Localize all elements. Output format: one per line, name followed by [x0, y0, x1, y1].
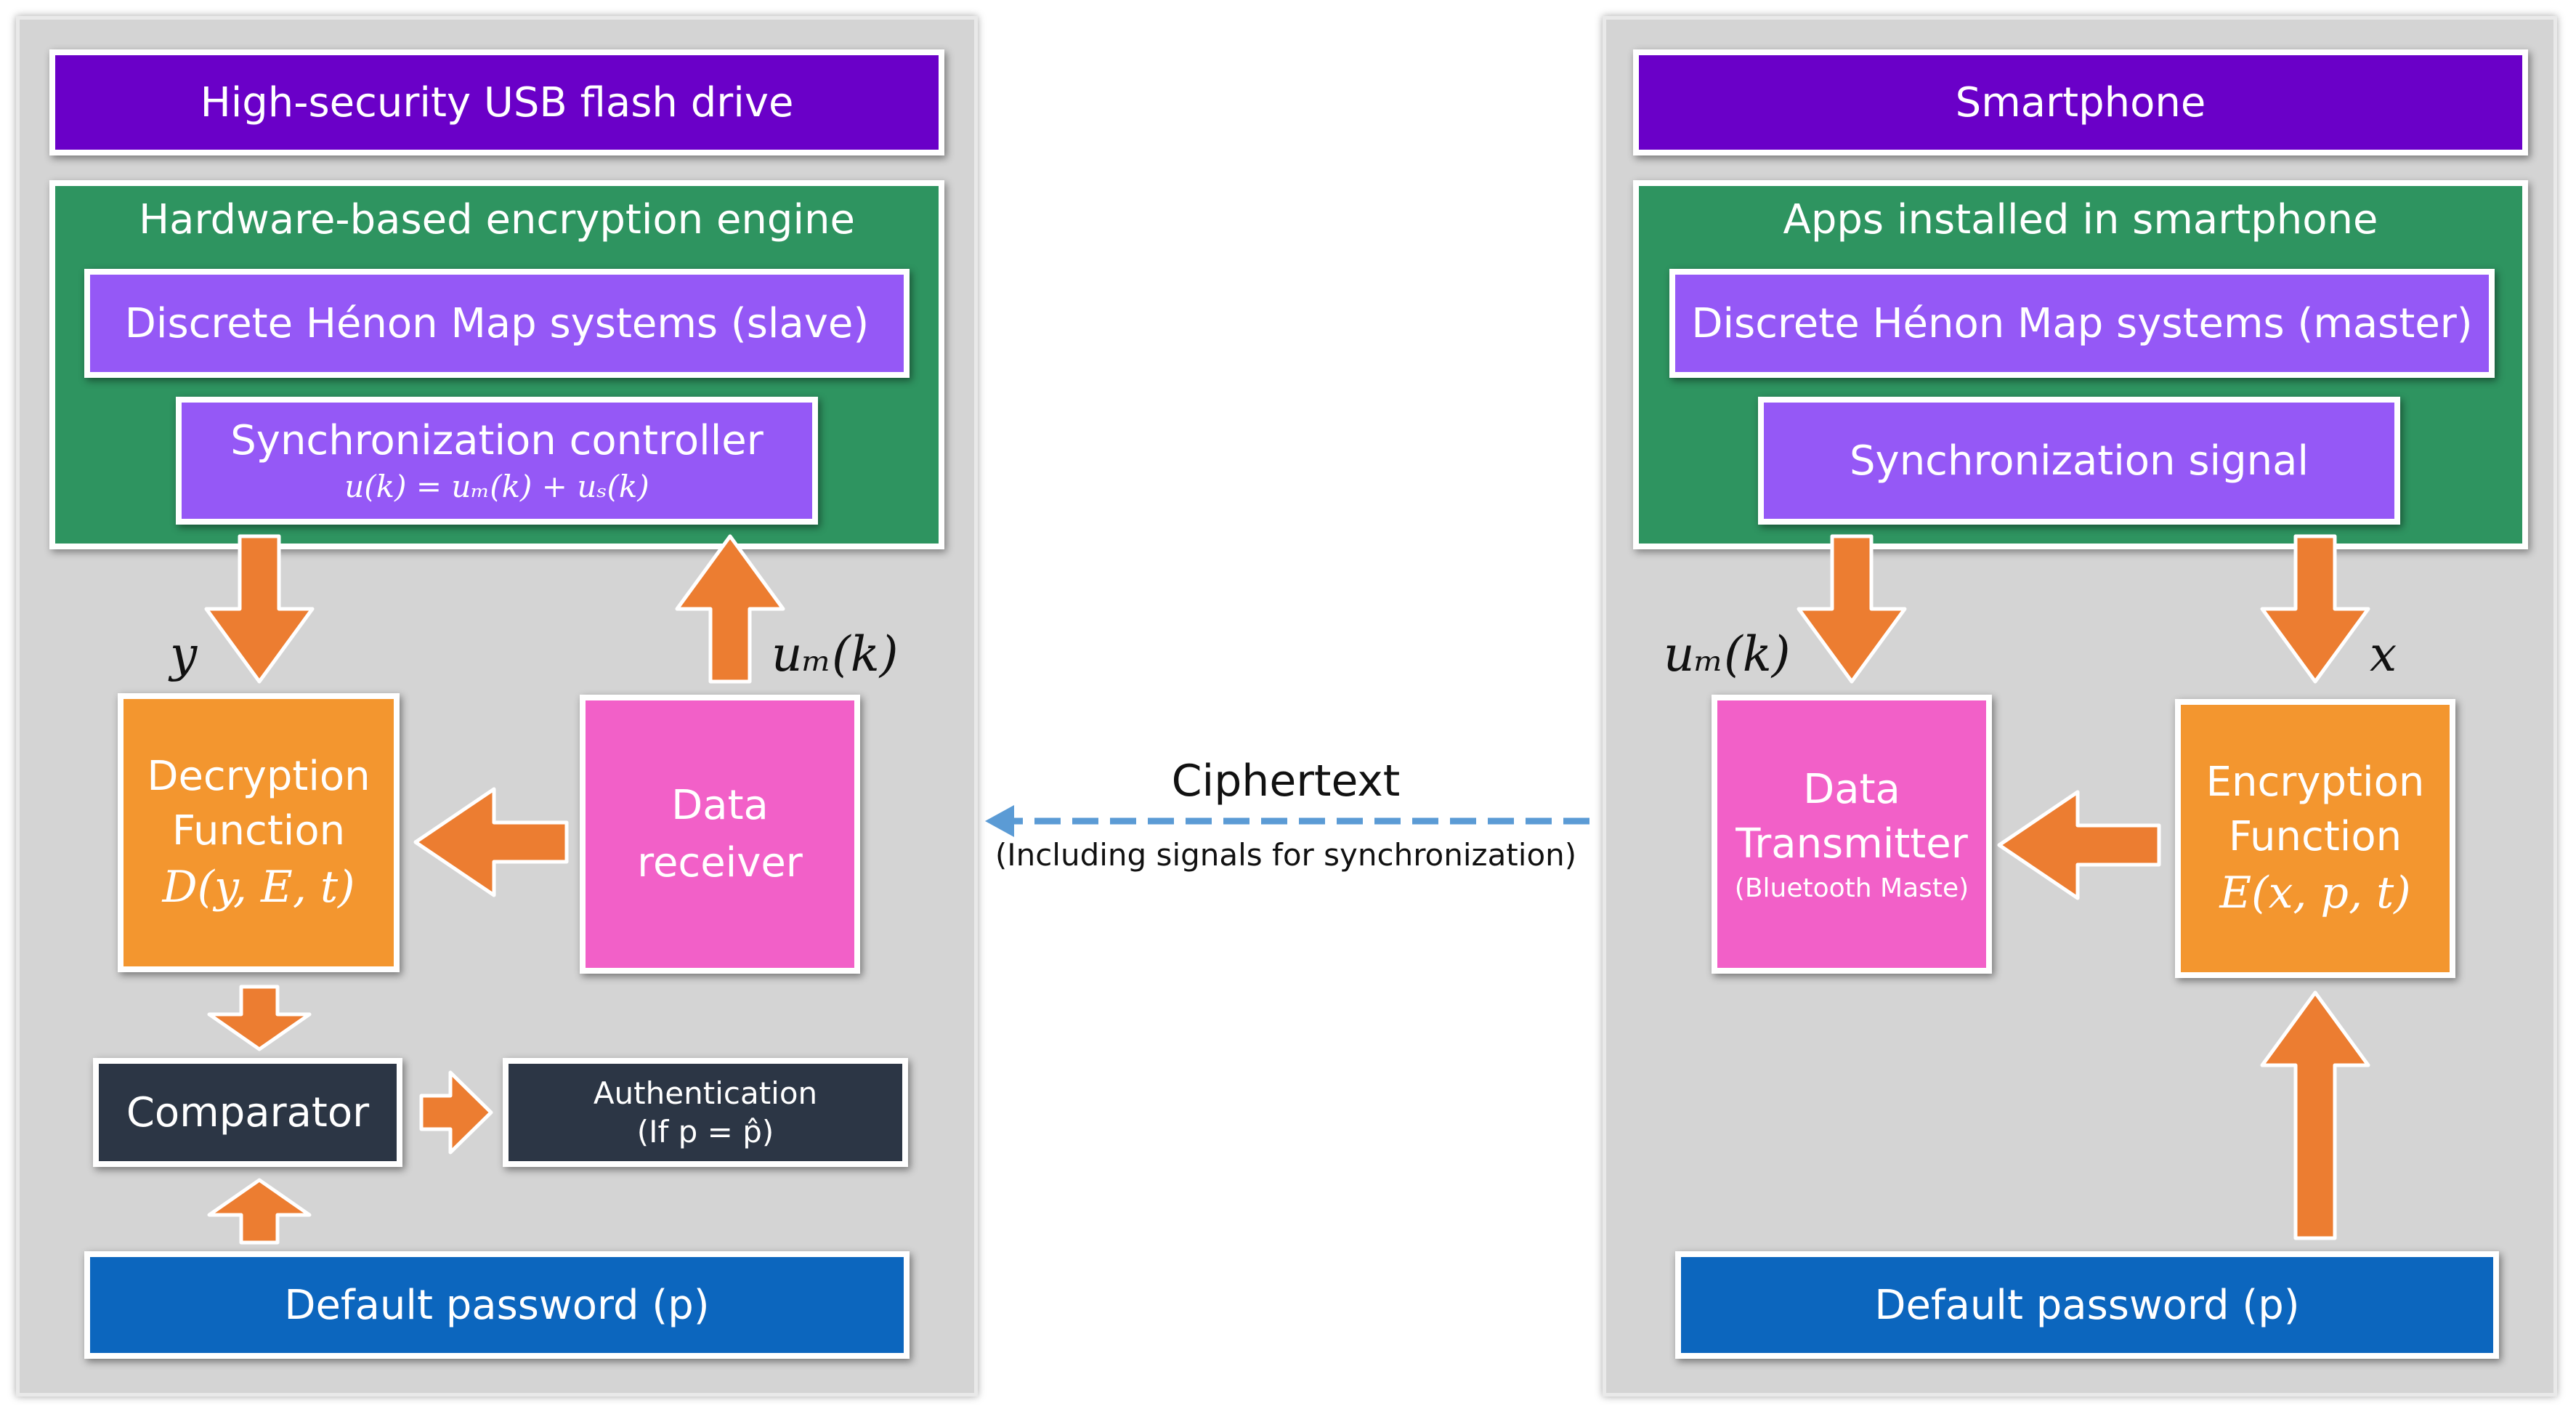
- data-transmitter-box: Data Transmitter (Bluetooth Maste): [1712, 695, 1992, 974]
- sync-controller-label: Synchronization controller: [230, 417, 764, 464]
- um-label-left: uₘ(k): [771, 626, 899, 682]
- x-label: x: [2370, 626, 2397, 682]
- authentication-line2: (If p = p̂): [636, 1114, 774, 1150]
- receiver-line1: Data: [671, 782, 769, 829]
- smartphone-title: Smartphone: [1633, 49, 2528, 155]
- encryption-function-box: Encryption Function E(x, p, t): [2175, 699, 2455, 978]
- decryption-formula: D(y, E, t): [162, 862, 355, 913]
- arrow-down-sync-to-decryption: [204, 534, 315, 684]
- y-label: y: [170, 626, 198, 682]
- default-password-box-left: Default password (p): [84, 1251, 910, 1359]
- ciphertext-title: Ciphertext: [1171, 756, 1401, 807]
- henon-slave-label: Discrete Hénon Map systems (slave): [124, 299, 870, 347]
- arrow-left-encryption-to-transmitter: [1997, 790, 2161, 900]
- comparator-box: Comparator: [93, 1058, 402, 1167]
- sync-signal-label: Synchronization signal: [1850, 437, 2309, 485]
- um-label-right: uₘ(k): [1664, 626, 1791, 682]
- transmitter-line1: Data: [1803, 765, 1900, 813]
- ciphertext-arrowhead: [985, 805, 1014, 837]
- decryption-function-box: Decryption Function D(y, E, t): [118, 693, 400, 972]
- henon-slave-box: Discrete Hénon Map systems (slave): [84, 269, 910, 378]
- arrow-right-comparator-to-auth: [419, 1070, 493, 1155]
- encryption-engine-title: Hardware-based encryption engine: [139, 196, 855, 243]
- arrow-up-password-to-comparator: [207, 1178, 312, 1245]
- arrow-up-receiver-to-sync: [675, 534, 785, 684]
- ciphertext-subtitle: (Including signals for synchronization): [995, 837, 1577, 873]
- default-password-box-right: Default password (p): [1675, 1251, 2499, 1359]
- sync-controller-box: Synchronization controller u(k) = uₘ(k) …: [176, 397, 818, 525]
- receiver-line2: receiver: [637, 839, 803, 886]
- arrow-down-decryption-to-comparator: [207, 985, 312, 1051]
- sync-controller-formula: u(k) = uₘ(k) + uₛ(k): [344, 469, 649, 504]
- sync-signal-box: Synchronization signal: [1758, 397, 2400, 525]
- decryption-line1: Decryption: [147, 753, 370, 800]
- data-receiver-box: Data receiver: [580, 695, 860, 974]
- usb-drive-title: High-security USB flash drive: [49, 49, 944, 155]
- encryption-line2: Function: [2228, 813, 2402, 860]
- encryption-formula: E(x, p, t): [2219, 868, 2411, 918]
- authentication-box: Authentication (If p = p̂): [503, 1058, 908, 1167]
- authentication-line1: Authentication: [593, 1075, 818, 1111]
- henon-master-box: Discrete Hénon Map systems (master): [1669, 269, 2495, 378]
- arrow-left-receiver-to-decryption: [413, 787, 569, 897]
- comparator-label: Comparator: [126, 1088, 370, 1136]
- arrow-up-password-to-encryption: [2260, 990, 2370, 1240]
- apps-title: Apps installed in smartphone: [1783, 196, 2378, 243]
- encryption-line1: Encryption: [2206, 759, 2425, 806]
- transmitter-line3: (Bluetooth Maste): [1734, 873, 1969, 903]
- usb-drive-title-text: High-security USB flash drive: [200, 78, 794, 126]
- smartphone-title-text: Smartphone: [1955, 78, 2206, 126]
- arrow-down-sync-to-encryption: [2260, 534, 2370, 684]
- default-password-label-left: Default password (p): [284, 1281, 710, 1329]
- arrow-down-sync-to-transmitter: [1797, 534, 1907, 684]
- transmitter-line2: Transmitter: [1735, 820, 1968, 868]
- decryption-line2: Function: [171, 807, 346, 855]
- henon-master-label: Discrete Hénon Map systems (master): [1691, 299, 2473, 347]
- default-password-label-right: Default password (p): [1874, 1281, 2300, 1329]
